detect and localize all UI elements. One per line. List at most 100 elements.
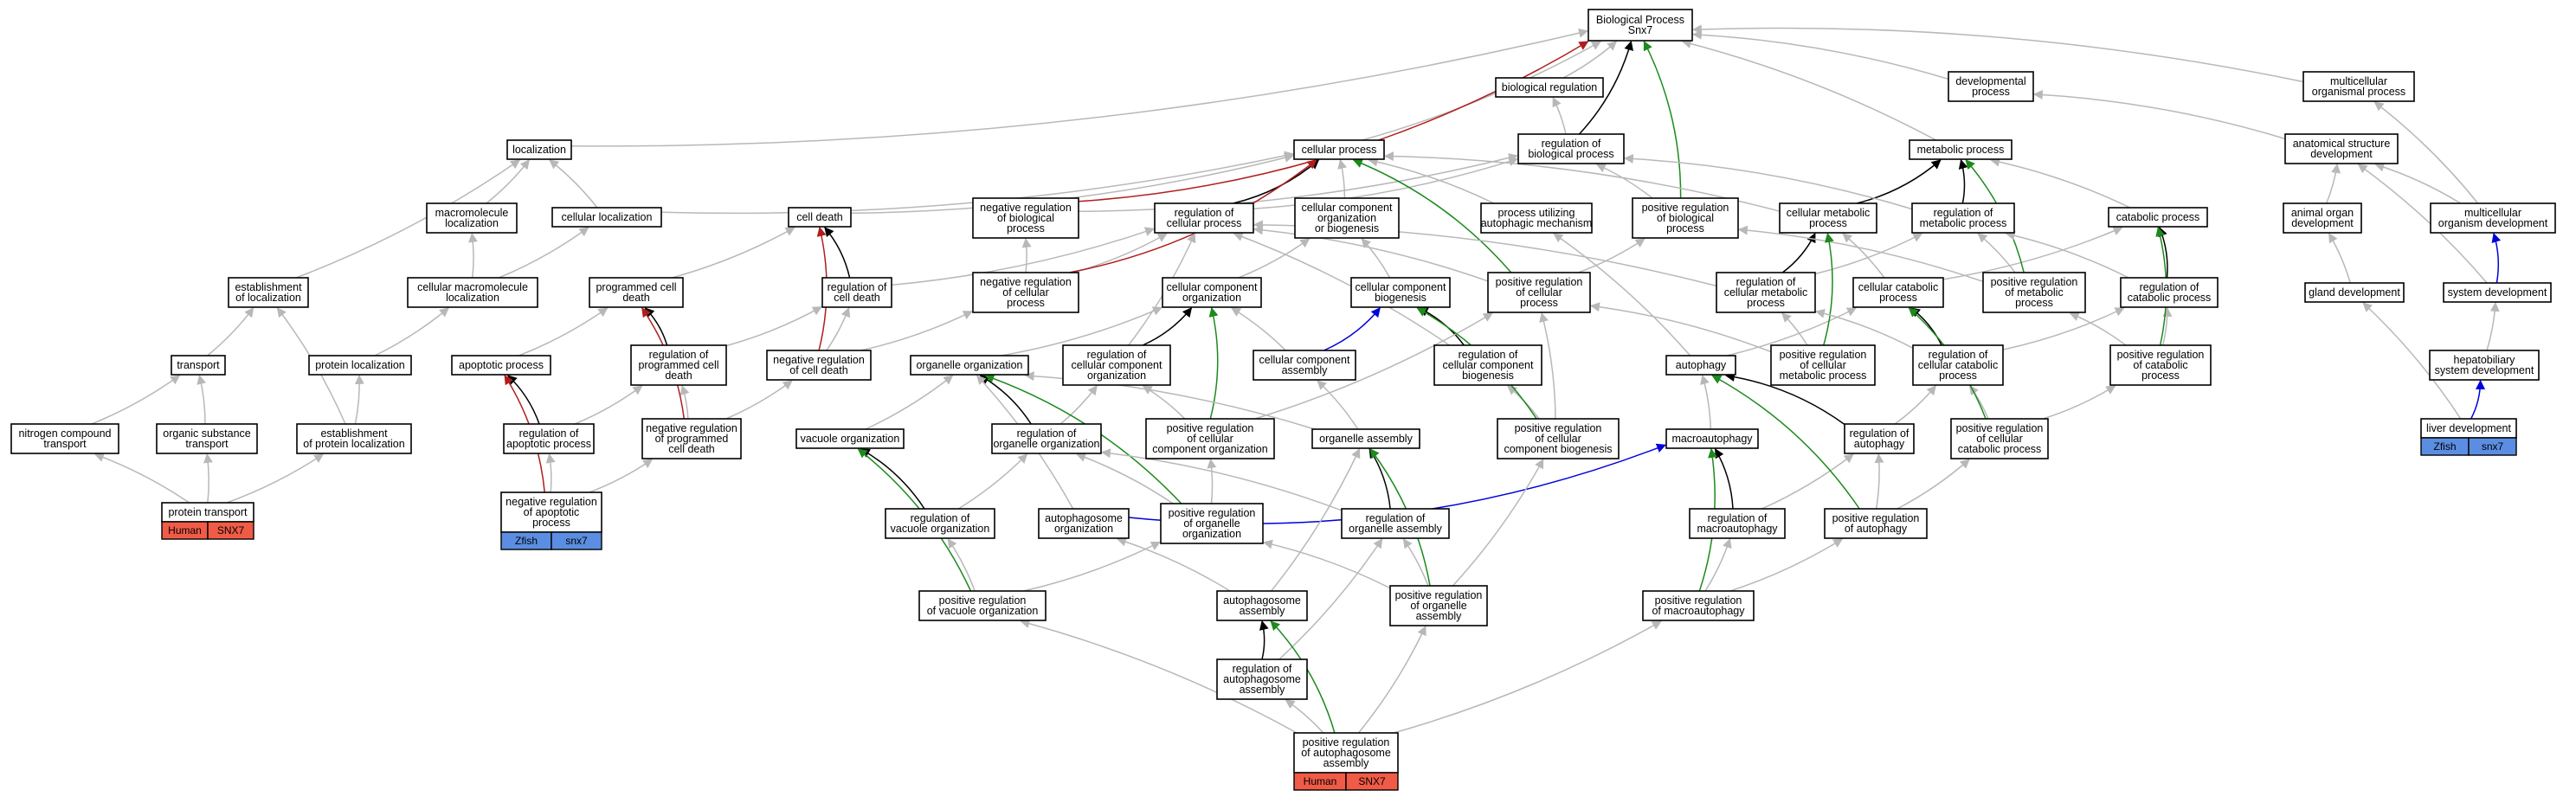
node-negregbio-box [972,197,1079,239]
node-posregcell-label-0: positive regulation [1496,276,1583,288]
node-protloc[interactable]: protein localization [308,355,412,376]
node-loc[interactable]: localization [506,139,572,160]
node-glanddev[interactable]: gland development [2304,282,2405,303]
node-cellproc[interactable]: cellular process [1293,139,1385,160]
node-regcellcatab-label-0: regulation of [1929,349,1988,361]
node-autophagy[interactable]: autophagy [1665,355,1736,376]
node-sysdev-box [2443,282,2552,303]
node-catab[interactable]: catabolic process [2108,207,2208,228]
node-posregautophasm-tag-cell-1 [1345,772,1399,791]
node-cellloc[interactable]: cellular localization [551,207,662,228]
node-regcell-label-1: cellular process [1167,217,1242,229]
node-negregcelldeath-label-1: of cell death [789,364,847,376]
node-animorgan-label-0: animal organ [2291,207,2354,219]
node-bioreg[interactable]: biological regulation [1495,77,1604,98]
node-estloc-label-1: of localization [235,292,301,304]
node-metab[interactable]: metabolic process [1909,139,2012,160]
node-orgasm-box [1311,428,1420,449]
node-sysdev[interactable]: system development [2443,282,2552,303]
node-vacorg[interactable]: vacuole organization [795,428,905,449]
node-ccasm-box [1253,350,1356,381]
edge-posregcell-to-posregbio [1577,238,1645,273]
node-celldeath[interactable]: cell death [788,207,852,228]
node-regccorg-label-1: cellular component [1072,359,1162,371]
node-orgasm[interactable]: organelle assembly [1311,428,1420,449]
node-orgorg[interactable]: organelle organization [910,355,1029,376]
node-apoptotic[interactable]: apoptotic process [451,355,551,376]
node-organsub-label-1: transport [185,438,229,450]
node-progdeath-label-0: programmed cell [596,281,676,293]
node-ccasm-label-0: cellular component [1259,354,1350,366]
node-regcatab-label-0: regulation of [2140,281,2199,293]
edge-regccorg-to-ccorg2 [1142,307,1193,346]
edge-posregmacro-to-regmacro [1704,537,1732,592]
node-sysdev-label-0: system development [2448,286,2547,299]
node-negregcell-box [972,272,1079,313]
node-macroautoph[interactable]: macroautophagy [1665,428,1759,449]
node-regprogdeath-label-0: regulation of [649,349,709,361]
node-transport[interactable]: transport [171,355,226,376]
